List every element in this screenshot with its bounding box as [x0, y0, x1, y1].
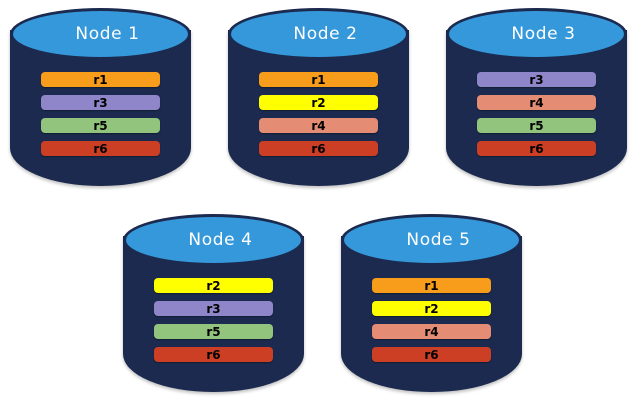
- replica-bar-r3[interactable]: r3: [41, 95, 160, 110]
- replica-bar-r2[interactable]: r2: [372, 301, 491, 316]
- replica-bar-r5[interactable]: r5: [41, 118, 160, 133]
- replica-bar-r1[interactable]: r1: [372, 278, 491, 293]
- replica-bar-r6[interactable]: r6: [41, 141, 160, 156]
- node-cylinder-top-ellipse: [10, 8, 191, 60]
- replica-bar-r3[interactable]: r3: [477, 72, 596, 87]
- node-label: Node 3: [511, 24, 576, 44]
- replica-bar-r4[interactable]: r4: [372, 324, 491, 339]
- replica-bar-r6[interactable]: r6: [372, 347, 491, 362]
- replica-list: r1 r3 r5 r6: [41, 72, 160, 156]
- replica-bar-r2[interactable]: r2: [154, 278, 273, 293]
- replica-bar-r2[interactable]: r2: [259, 95, 378, 110]
- replica-bar-r4[interactable]: r4: [259, 118, 378, 133]
- node-label: Node 5: [406, 230, 471, 250]
- node-cylinder-top-ellipse: [123, 214, 304, 266]
- replica-list: r1 r2 r4 r6: [372, 278, 491, 362]
- replica-list: r2 r3 r5 r6: [154, 278, 273, 362]
- node-cylinder-3[interactable]: Node 3 r3 r4 r5 r6: [446, 8, 627, 186]
- replica-bar-r6[interactable]: r6: [259, 141, 378, 156]
- node-label: Node 4: [188, 230, 253, 250]
- replica-bar-r1[interactable]: r1: [41, 72, 160, 87]
- replica-bar-r1[interactable]: r1: [259, 72, 378, 87]
- node-cylinder-top-ellipse: [341, 214, 522, 266]
- replica-bar-r5[interactable]: r5: [154, 324, 273, 339]
- node-cylinder-2[interactable]: Node 2 r1 r2 r4 r6: [228, 8, 409, 186]
- node-cylinder-5[interactable]: Node 5 r1 r2 r4 r6: [341, 214, 522, 392]
- node-cylinder-top-ellipse: [228, 8, 409, 60]
- node-label: Node 1: [75, 24, 140, 44]
- replica-bar-r3[interactable]: r3: [154, 301, 273, 316]
- node-cylinder-top-ellipse: [446, 8, 627, 60]
- replica-bar-r4[interactable]: r4: [477, 95, 596, 110]
- replica-bar-r5[interactable]: r5: [477, 118, 596, 133]
- replica-bar-r6[interactable]: r6: [477, 141, 596, 156]
- replica-bar-r6[interactable]: r6: [154, 347, 273, 362]
- replica-list: r3 r4 r5 r6: [477, 72, 596, 156]
- node-cylinder-4[interactable]: Node 4 r2 r3 r5 r6: [123, 214, 304, 392]
- replica-list: r1 r2 r4 r6: [259, 72, 378, 156]
- node-cylinder-1[interactable]: Node 1 r1 r3 r5 r6: [10, 8, 191, 186]
- node-label: Node 2: [293, 24, 358, 44]
